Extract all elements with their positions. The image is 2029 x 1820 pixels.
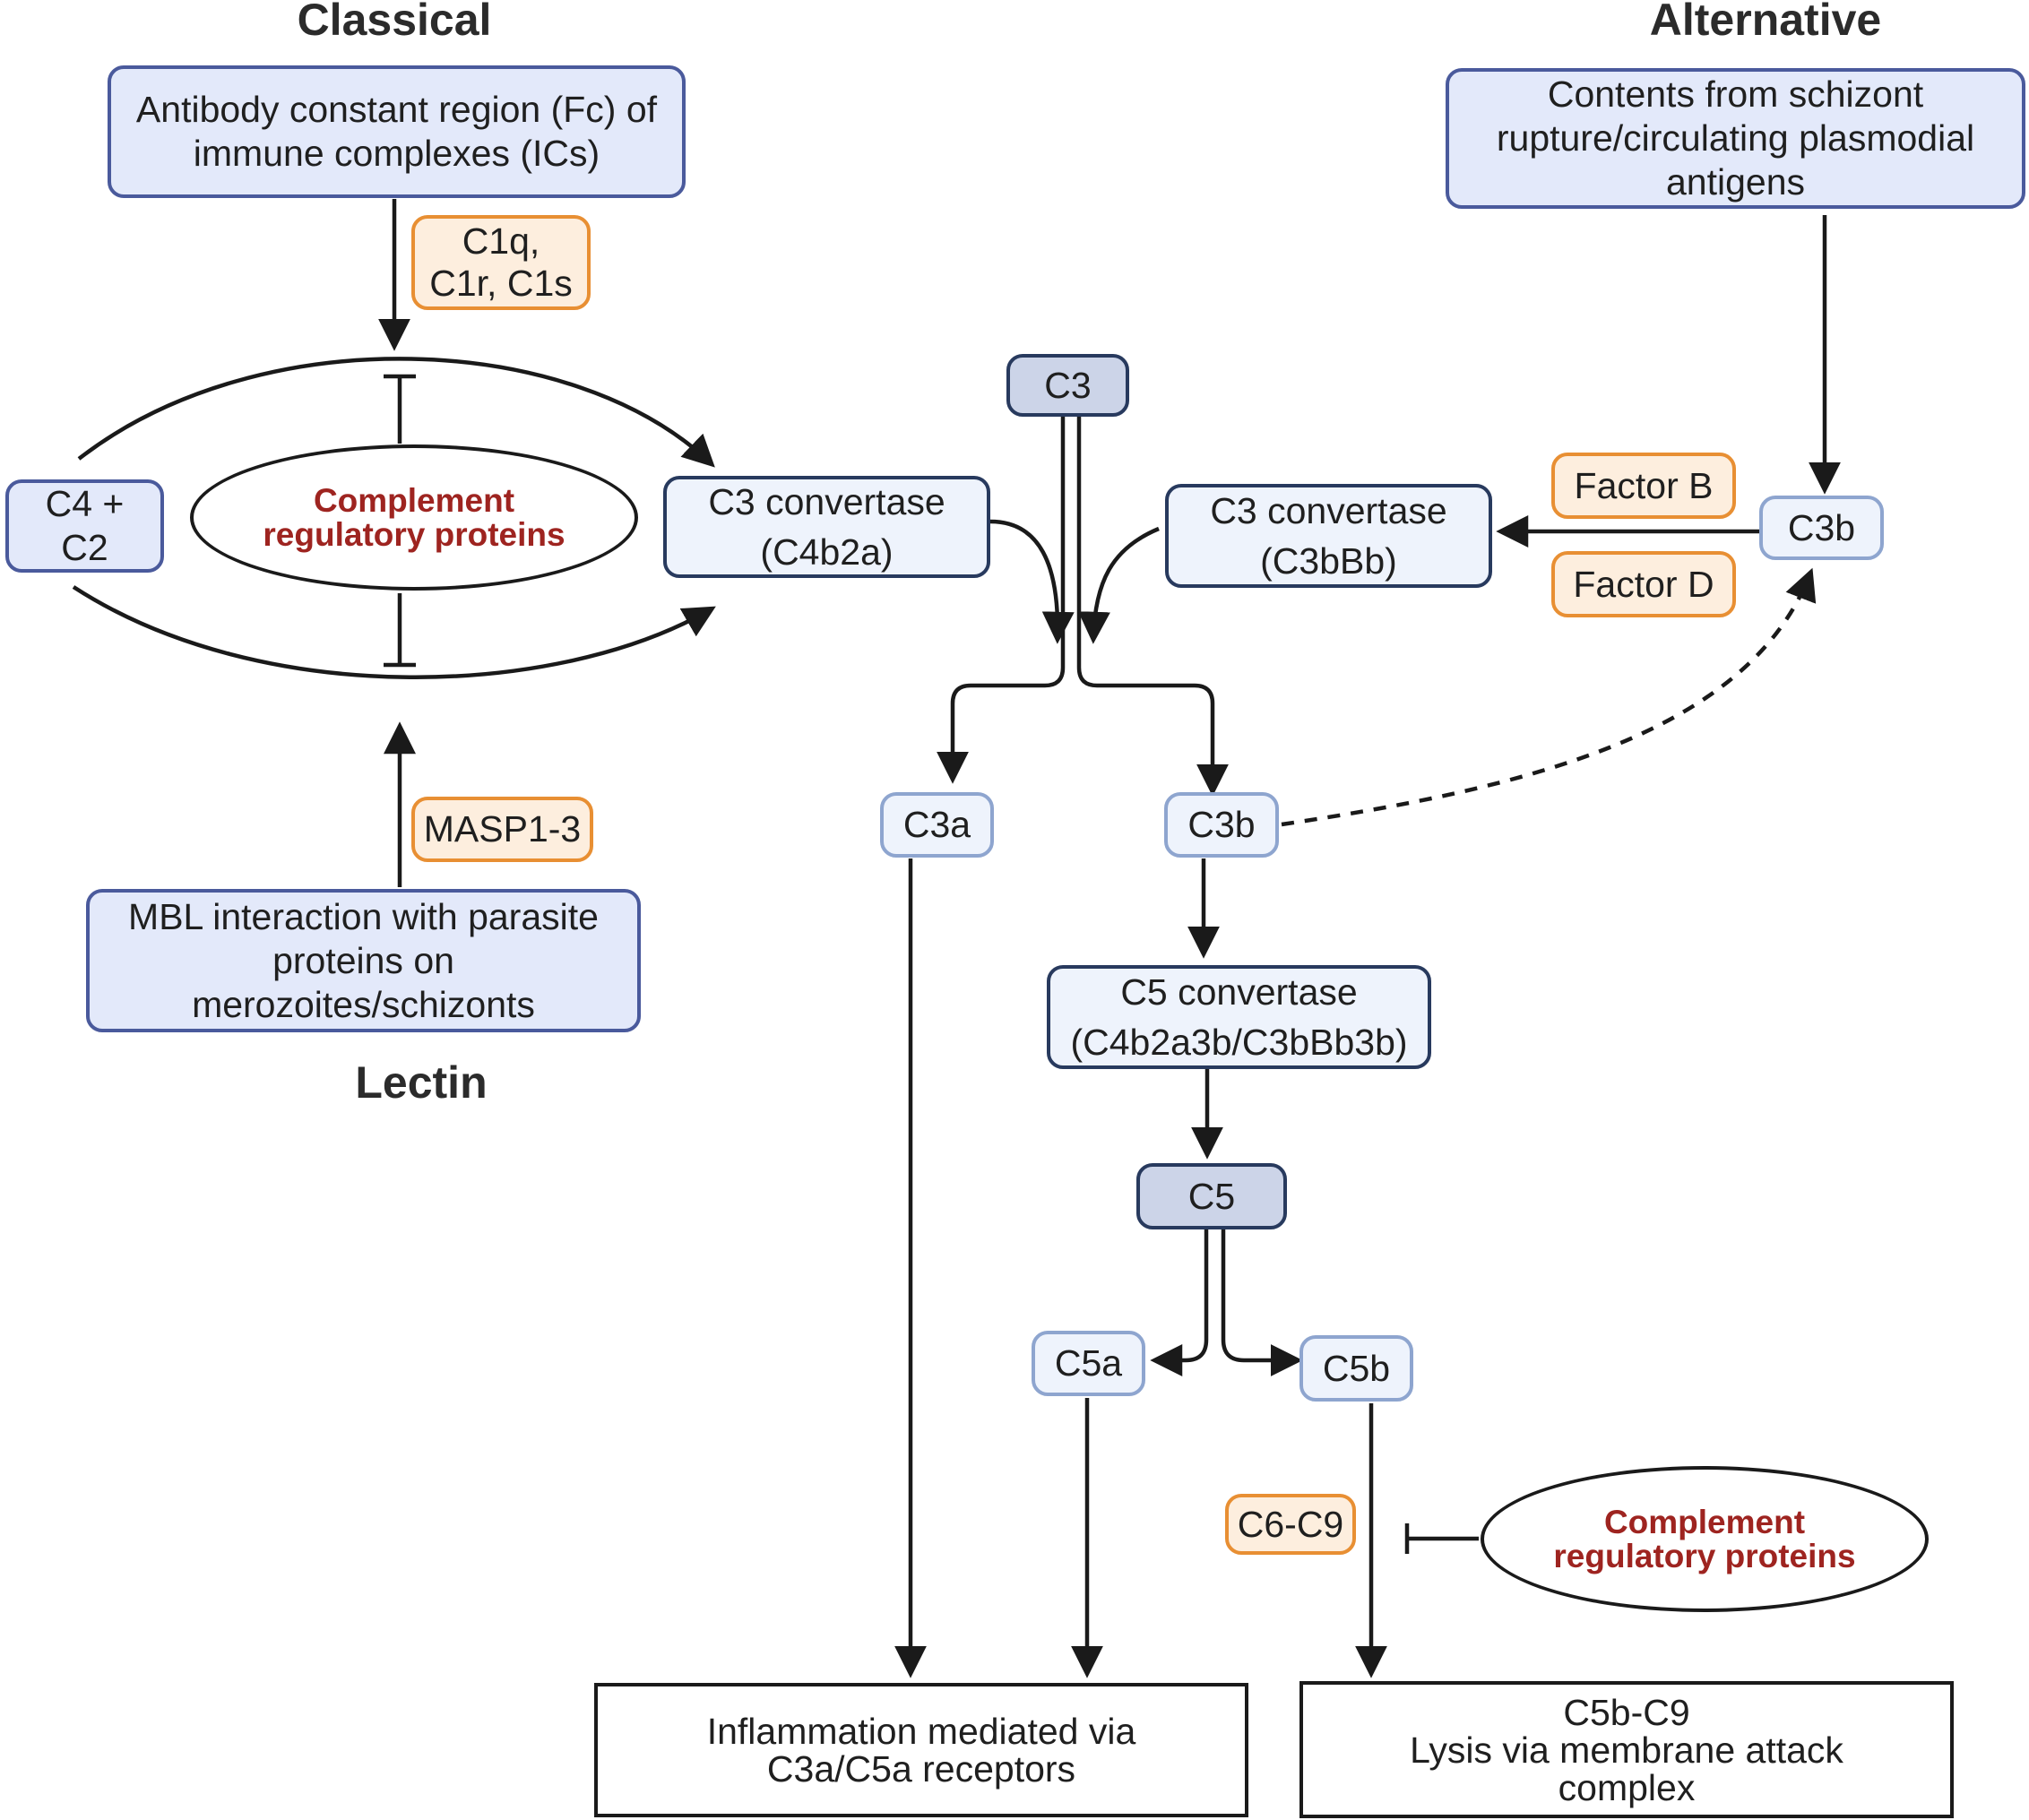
enzyme-c1: C1q, C1r, C1s: [411, 215, 591, 310]
node-c3-convertase-alternative: C3 convertase (C3bBb): [1165, 484, 1492, 588]
node-c5a: C5a: [1032, 1331, 1145, 1396]
node-c3: C3: [1006, 354, 1129, 417]
regulators-ellipse-top: Complement regulatory proteins: [190, 444, 638, 591]
node-c5b: C5b: [1299, 1335, 1413, 1402]
heading-classical: Classical: [297, 0, 492, 45]
c5-convertase-line2: (C4b2a3b/C3bBb3b): [1070, 1022, 1408, 1063]
regulators-top-line1: Complement: [313, 481, 515, 519]
c3-split-left: [937, 414, 1066, 784]
regulators-bottom-line1: Complement: [1603, 1503, 1806, 1540]
outcome-inflammation: Inflammation mediated via C3a/C5a recept…: [594, 1683, 1248, 1817]
arrow-classical-convertase-to-c3: [989, 519, 1075, 644]
c3-split-right: [1076, 414, 1229, 797]
arrow-c3b-amplification-dashed: [1281, 567, 1817, 827]
node-c4-c2: C4 + C2: [5, 479, 164, 573]
node-mbl-interaction: MBL interaction with parasite proteins o…: [86, 889, 641, 1032]
enzyme-masp: MASP1-3: [411, 797, 593, 862]
enzyme-factor-b: Factor B: [1551, 453, 1736, 519]
c5-split-right: [1221, 1228, 1303, 1376]
regulators-bottom-line2: regulatory proteins: [1553, 1537, 1856, 1574]
c3-convertase-alternative-line2: (C3bBb): [1260, 540, 1397, 582]
heading-alternative: Alternative: [1649, 0, 1882, 45]
node-antibody-fc: Antibody constant region (Fc) of immune …: [108, 65, 686, 198]
c3-convertase-alternative-line1: C3 convertase: [1210, 490, 1447, 531]
node-c5-convertase: C5 convertase (C4b2a3b/C3bBb3b): [1047, 965, 1431, 1069]
c5-split-left: [1150, 1228, 1209, 1376]
enzyme-factor-d: Factor D: [1551, 551, 1736, 617]
heading-lectin: Lectin: [355, 1057, 488, 1108]
node-c3-convertase-classical: C3 convertase (C4b2a): [663, 476, 990, 578]
regulators-top-line2: regulatory proteins: [263, 515, 566, 553]
arrow-alternative-convertase-to-c3: [1077, 526, 1160, 644]
inflammation-line1: Inflammation mediated via: [706, 1711, 1136, 1752]
enzyme-c6-c9: C6-C9: [1225, 1494, 1356, 1555]
outcome-lysis: C5b-C9 Lysis via membrane attack complex: [1299, 1681, 1954, 1818]
node-schizont-contents: Contents from schizont rupture/circulati…: [1446, 68, 2025, 209]
enzyme-c1-line2: C1r, C1s: [429, 263, 573, 304]
c3-convertase-classical-line1: C3 convertase: [708, 481, 945, 522]
node-c5: C5: [1136, 1163, 1287, 1229]
c5-convertase-line1: C5 convertase: [1120, 971, 1358, 1013]
c3-convertase-classical-line2: (C4b2a): [760, 531, 894, 573]
inflammation-line2: C3a/C5a receptors: [766, 1748, 1076, 1790]
lysis-line1: C5b-C9: [1563, 1691, 1690, 1733]
enzyme-c1-line1: C1q,: [462, 220, 540, 262]
lysis-line2: Lysis via membrane attack: [1410, 1729, 1843, 1771]
node-c3a: C3a: [880, 792, 994, 858]
regulators-ellipse-bottom: Complement regulatory proteins: [1481, 1466, 1929, 1612]
arrow-arc-lower: [72, 585, 716, 679]
arrow-arc-upper: [77, 357, 715, 468]
node-c3b: C3b: [1164, 792, 1279, 858]
lysis-line3: complex: [1558, 1766, 1696, 1808]
node-c3b-alternative: C3b: [1759, 496, 1884, 560]
